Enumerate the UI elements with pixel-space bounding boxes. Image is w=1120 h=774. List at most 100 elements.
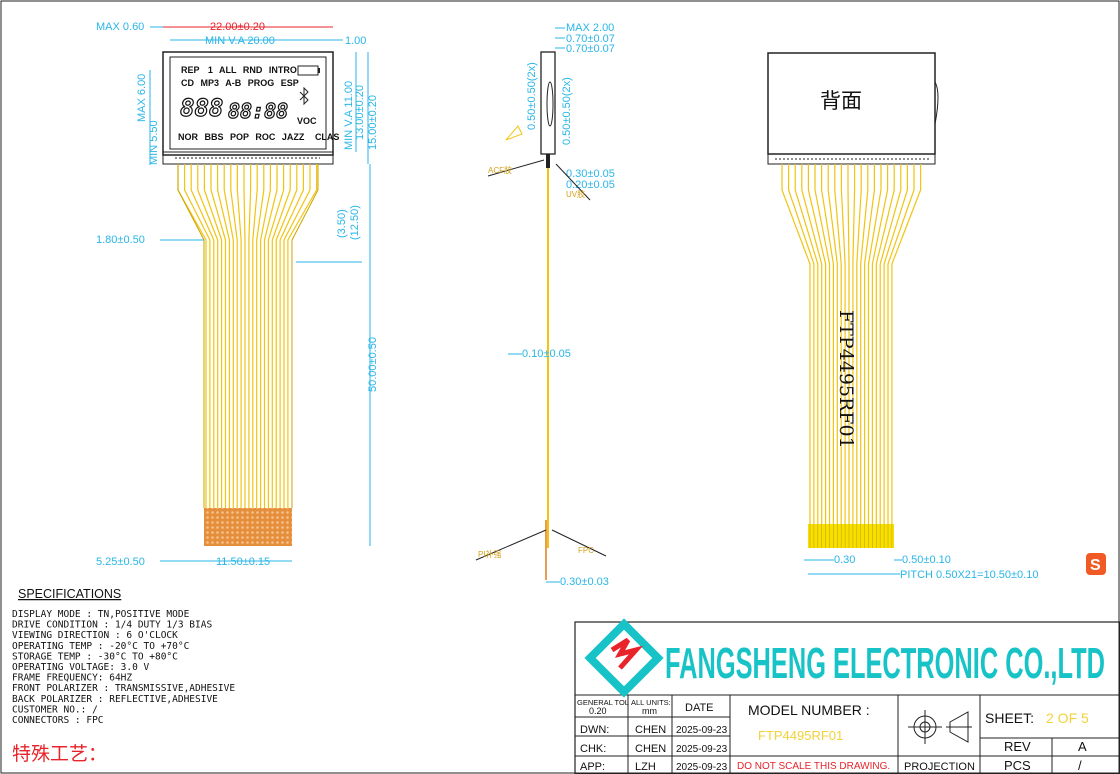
fpc-trace (184, 164, 211, 508)
fpc-trace (263, 164, 278, 508)
fpc-trace (252, 164, 258, 508)
view-arrow-icon (505, 125, 523, 141)
fpc-trace (223, 164, 234, 508)
bluetooth-icon (299, 86, 309, 106)
spec-line: DRIVE CONDITION : 1/4 DUTY 1/3 BIAS (12, 620, 212, 631)
fpc-trace (267, 164, 285, 508)
leader-3 (475, 529, 547, 561)
sheet-value: 2 OF 5 (1046, 710, 1089, 726)
dim-side-030: 0.30±0.05 (566, 168, 615, 180)
back-gold-fingers (808, 524, 894, 548)
general-tol-label: GENERAL TOL (577, 698, 629, 707)
lcd-small-digits: 88:88 (228, 99, 288, 123)
side-bond (546, 154, 550, 168)
fpc-trace (781, 164, 811, 524)
fpc-trace (230, 164, 238, 508)
dim-h13: 13.00±0.20 (354, 85, 366, 140)
fpc-trace (243, 164, 246, 508)
all-units-label: ALL UNITS: (631, 698, 671, 707)
spec-title: SPECIFICATIONS (18, 587, 121, 601)
fpc-outline-left (177, 164, 205, 508)
dim-side-010: 0.10±0.05 (522, 348, 571, 360)
dim-12-50: (12.50) (349, 205, 361, 240)
model-number-value: FTP4495RF01 (758, 728, 843, 743)
fpc-trace (794, 164, 819, 524)
spec-line: DISPLAY MODE : TN,POSITIVE MODE (12, 609, 190, 620)
rev-label: REV (1004, 739, 1031, 754)
lcd-glass (162, 51, 334, 156)
fpc-trace (190, 164, 215, 508)
projection-label: PROJECTION (904, 761, 975, 773)
lcd-ledge (162, 151, 334, 165)
date-label: DATE (685, 702, 714, 714)
tb-date: 2025-09-23 (676, 762, 728, 773)
fpc-trace (217, 164, 230, 508)
company-logo (584, 618, 664, 698)
label-uv: UV胶 (566, 189, 585, 199)
spec-line: FRAME FREQUENCY: 64HZ (12, 673, 132, 684)
fpc-trace (203, 164, 223, 508)
dim-tail-width: 11.50±0.15 (216, 556, 270, 568)
projection-symbol (908, 710, 972, 744)
fpc-trace (279, 164, 304, 508)
svg-text:S: S (1090, 557, 1101, 574)
spec-line: OPERATING VOLTAGE: 3.0 V (12, 662, 150, 673)
dim-min-va-11: MIN V.A 11.00 (343, 81, 355, 150)
side-view: MAX 2.00 0.70±0.07 0.70±0.07 0.50±0.50(2… (475, 22, 615, 588)
battery-icon (297, 65, 319, 76)
fpc-trace (856, 164, 862, 524)
lcd-row1: REP 1 ALL RND INTRO (181, 65, 297, 75)
lcd-big-digits: 888 (180, 94, 223, 122)
specifications: SPECIFICATIONS DISPLAY MODE : TN,POSITIV… (12, 587, 235, 765)
dim-right-margin: 1.00 (345, 35, 366, 47)
spec-line: STORAGE TEMP : -30°C TO +80°C (12, 651, 178, 662)
fpc-trace (197, 164, 219, 508)
spec-line: BACK POLARIZER : REFLECTIVE,ADHESIVE (12, 694, 218, 705)
fpc-trace (860, 164, 869, 524)
front-fpc-traces (177, 164, 319, 508)
tb-date: 2025-09-23 (676, 725, 728, 736)
front-view: REP 1 ALL RND INTRO CD MP3 A-B PROG ESP … (96, 21, 379, 568)
general-tol-value: 0.20 (589, 706, 607, 716)
spec-line: CUSTOMER NO.: / (12, 704, 98, 715)
title-block-frame (574, 621, 1120, 774)
dim-side-050a: 0.50±0.50(2x) (526, 62, 538, 130)
fpc-trace (801, 164, 823, 524)
lcd-row2: CD MP3 A-B PROG ESP (181, 78, 299, 88)
dim-back-pitch: PITCH 0.50X21=10.50±0.10 (900, 569, 1038, 581)
tb-role: APP: (580, 761, 605, 773)
label-pi: PI补强 (478, 549, 502, 559)
lcd-viewing-area (169, 56, 327, 150)
label-fpc: FPC (578, 546, 594, 555)
rev-value: A (1078, 739, 1087, 754)
leader-1 (487, 159, 545, 177)
spec-line: VIEWING DIRECTION : 6 O'CLOCK (12, 630, 178, 641)
pcs-value: / (1078, 758, 1082, 773)
tb-name: CHEN (635, 724, 666, 736)
fpc-trace (271, 164, 291, 508)
dim-min-va: MIN V.A 20.00 (205, 35, 275, 47)
fpc-trace (834, 164, 842, 524)
special-process: 特殊工艺： (12, 743, 107, 765)
fpc-trace (840, 164, 846, 524)
fpc-trace (887, 164, 915, 524)
fpc-trace (807, 164, 827, 524)
dim-back-050: 0.50±0.10 (902, 554, 951, 566)
battery-tip-icon (318, 68, 320, 73)
sheet-label: SHEET: (985, 710, 1034, 726)
scale-warning: DO NOT SCALE THIS DRAWING. (737, 761, 890, 772)
dim-width: 22.00±0.20 (210, 21, 265, 33)
dim-tail-left: 5.25±0.50 (96, 556, 145, 568)
spec-line: FRONT POLARIZER : TRANSMISSIVE,ADHESIVE (12, 683, 235, 694)
fpc-trace (864, 164, 875, 524)
fpc-trace (891, 164, 922, 524)
tb-role: DWN: (580, 724, 609, 736)
fpc-trace (210, 164, 227, 508)
fpc-trace (814, 164, 831, 524)
fpc-trace (275, 164, 298, 508)
dim-side-050b: 0.50±0.50(2x) (561, 77, 573, 145)
dim-back-030: 0.30 (834, 554, 855, 566)
fpc-trace (177, 164, 207, 508)
dim-3-50: (3.50) (336, 209, 348, 238)
